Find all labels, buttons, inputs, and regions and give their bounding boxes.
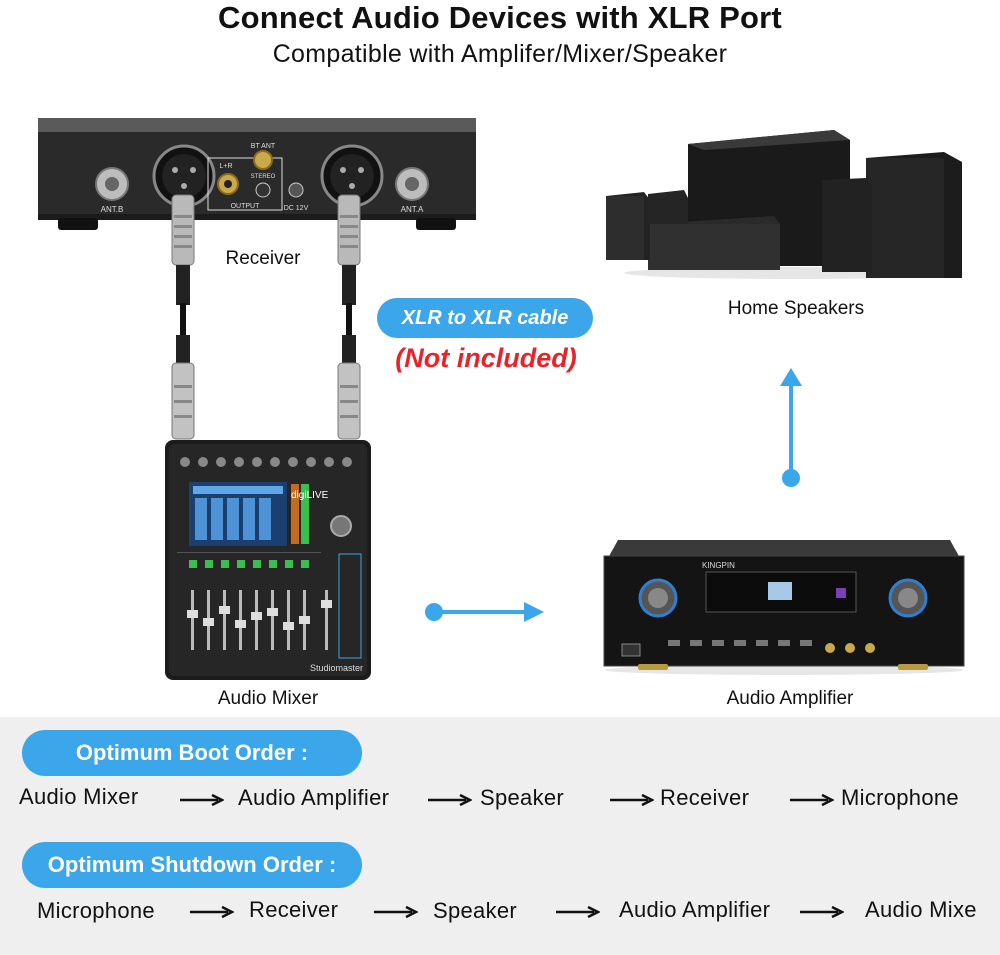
mixer-maker-label: Studiomaster bbox=[310, 663, 363, 673]
receiver-label: Receiver bbox=[225, 248, 301, 269]
page-title: Connect Audio Devices with XLR Port bbox=[218, 0, 782, 35]
boot-step-2: Audio Amplifier bbox=[238, 785, 390, 810]
arrow-right-icon bbox=[180, 794, 224, 806]
amplifier-brand-label: KINGPIN bbox=[702, 561, 735, 570]
shutdown-step-3: Speaker bbox=[433, 898, 518, 923]
boot-step-4: Receiver bbox=[660, 785, 750, 810]
arrow-right-icon bbox=[790, 794, 834, 806]
arrow-right-icon bbox=[428, 794, 472, 806]
receiver-output-label: OUTPUT bbox=[231, 203, 261, 210]
xlr-cable-left bbox=[171, 194, 195, 440]
arrow-right-icon bbox=[610, 794, 654, 806]
audio-mixer-label: Audio Mixer bbox=[217, 688, 319, 709]
shutdown-order-title: Optimum Shutdown Order : bbox=[22, 842, 362, 888]
receiver-image: ANT.B ANT.A BT ANT L+R STEREO OUTPUT DC … bbox=[38, 118, 476, 230]
home-speakers-label: Home Speakers bbox=[727, 298, 865, 319]
xlr-cable-badge: XLR to XLR cable bbox=[377, 298, 593, 338]
shutdown-step-5: Audio Mixe bbox=[865, 897, 977, 922]
audio-amplifier-image: KINGPIN bbox=[603, 540, 965, 675]
boot-step-3: Speaker bbox=[480, 785, 565, 810]
audio-mixer-image: digiLIVE Studiomaster bbox=[165, 440, 371, 680]
shutdown-step-1: Microphone bbox=[37, 898, 155, 923]
not-included-warning: (Not included) bbox=[395, 343, 577, 373]
xlr-cable-right bbox=[337, 194, 361, 440]
boot-order-title: Optimum Boot Order : bbox=[22, 730, 362, 776]
boot-step-5: Microphone bbox=[841, 785, 959, 810]
home-speakers-image bbox=[606, 130, 964, 279]
receiver-ant-a-label: ANT.A bbox=[401, 205, 424, 214]
mixer-brand-logo: digiLIVE bbox=[291, 490, 329, 501]
arrow-right-icon bbox=[556, 906, 600, 918]
receiver-bt-ant-label: BT ANT bbox=[251, 143, 276, 150]
arrow-right-icon bbox=[800, 906, 844, 918]
page-subtitle: Compatible with Amplifer/Mixer/Speaker bbox=[272, 40, 728, 68]
receiver-ant-b-label: ANT.B bbox=[101, 205, 124, 214]
arrow-right-icon bbox=[425, 602, 544, 622]
boot-step-1: Audio Mixer bbox=[19, 784, 139, 809]
shutdown-step-2: Receiver bbox=[249, 897, 339, 922]
arrow-right-icon bbox=[190, 906, 234, 918]
receiver-dc-label: DC 12V bbox=[284, 205, 309, 212]
shutdown-step-4: Audio Amplifier bbox=[619, 897, 771, 922]
receiver-lr-label: L+R bbox=[219, 163, 232, 170]
arrow-up-icon bbox=[780, 368, 802, 487]
audio-amplifier-label: Audio Amplifier bbox=[726, 688, 854, 709]
receiver-stereo-label: STEREO bbox=[251, 174, 276, 180]
arrow-right-icon bbox=[374, 906, 418, 918]
